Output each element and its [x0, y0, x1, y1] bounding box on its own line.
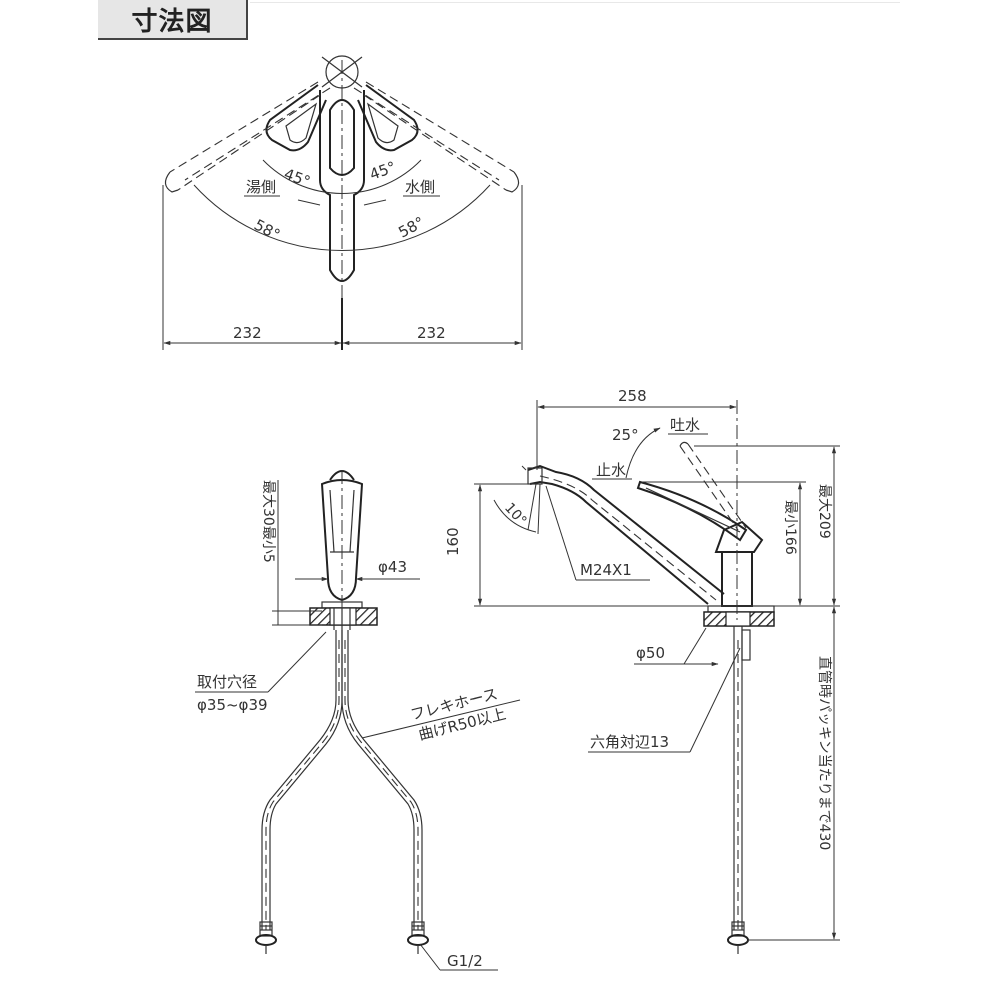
thread-label: M24X1	[580, 561, 632, 579]
mount-hole-label: 取付穴径	[197, 673, 257, 691]
min-height-label: 最小166	[782, 500, 798, 555]
flex-hoses	[261, 630, 423, 930]
angle-outer-right: 58°	[395, 213, 427, 241]
spout	[521, 464, 725, 605]
page-title: 寸法図	[131, 6, 213, 37]
connector-label: G1/2	[447, 952, 483, 970]
width-left: 232	[233, 324, 262, 342]
mount-hole-value: φ35~φ39	[197, 696, 268, 714]
reach-label: 258	[618, 387, 647, 405]
front-view: 最大30最小5 φ43	[195, 470, 521, 971]
right-lever-45	[357, 84, 419, 152]
spout-height-label: 160	[444, 527, 462, 556]
title-box: 寸法図	[98, 0, 248, 40]
side-view: 258 25° 吐水 止水 160 10° M24X1 最小166 最大209 …	[444, 387, 840, 954]
spout-angle-label: 10°	[501, 500, 530, 529]
connector-left	[255, 921, 277, 954]
header-rule	[250, 2, 900, 3]
cold-side-label: 水側	[405, 178, 435, 196]
connector-right	[407, 921, 429, 954]
hex-label: 六角対辺13	[590, 733, 669, 751]
front-lever	[320, 479, 364, 602]
flow-off-label: 止水	[596, 461, 626, 479]
pipe-length-label: 直管時パッキン当たりまで430	[816, 656, 833, 850]
max-height-label: 最大209	[816, 484, 832, 539]
hot-side-label: 湯側	[246, 178, 276, 196]
lever-angle-label: 25°	[612, 426, 639, 444]
angle-inner-left: 45°	[282, 165, 313, 191]
top-view: 45° 45° 湯側 水側 58° 58° 232 232	[162, 55, 523, 350]
base-diameter-label: φ50	[636, 644, 665, 662]
width-right: 232	[417, 324, 446, 342]
flow-on-label: 吐水	[670, 416, 700, 434]
lever-off	[636, 480, 748, 542]
diameter-label: φ43	[378, 558, 407, 576]
angle-inner-right: 45°	[367, 158, 398, 184]
left-lever-45	[265, 84, 327, 152]
lever-hub	[714, 520, 764, 553]
height-range-label: 最大30最小5	[260, 480, 276, 563]
